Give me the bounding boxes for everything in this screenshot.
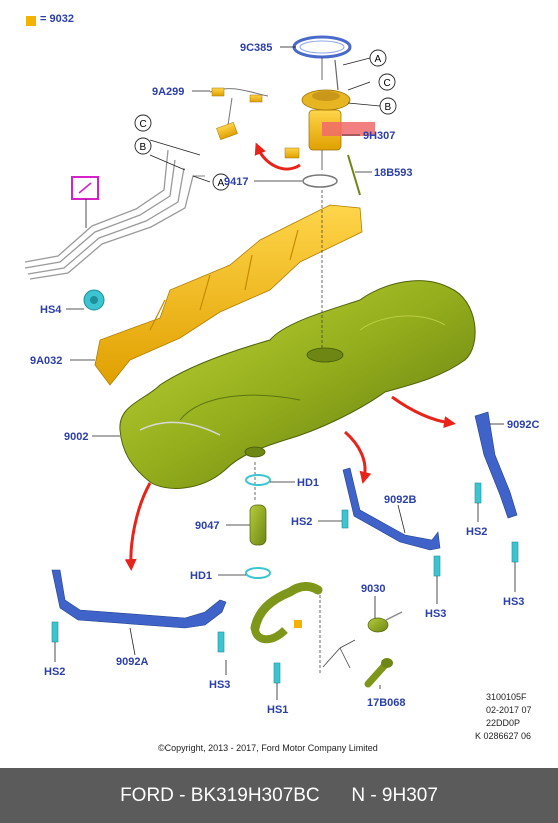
lock-ring	[292, 35, 352, 59]
callout-C1: C	[384, 78, 391, 89]
highlight-9H307	[322, 122, 375, 136]
strap-9092C	[474, 411, 518, 519]
filler-hose	[245, 474, 271, 579]
callout-C2: C	[140, 119, 147, 130]
strap-9092B	[342, 467, 441, 551]
fuel-pump-module	[301, 59, 351, 151]
footer-part-number: FORD - BK319H307BC N - 9H307	[120, 785, 438, 806]
bracket-lines	[322, 639, 356, 669]
legend-text: = 9032	[40, 13, 74, 25]
label-HS1: HS1	[267, 704, 288, 716]
footer-bar: FORD - BK319H307BC N - 9H307	[0, 768, 558, 823]
heat-shield	[94, 204, 363, 386]
parts-diagram: A C B C B A 9C385 9A299 9H307 9417 18B59…	[24, 35, 539, 753]
bolt-hs2-right	[474, 482, 482, 504]
bolt-hs3-left	[217, 631, 225, 653]
label-HS3-mid: HS3	[425, 608, 446, 620]
label-HD1-lower: HD1	[190, 570, 212, 582]
label-9C385: 9C385	[240, 42, 272, 54]
bolt-hs3-right	[511, 541, 519, 563]
callout-circles	[134, 49, 397, 191]
label-18B593: 18B593	[374, 167, 413, 179]
leader-lines	[54, 46, 516, 700]
hs4-grommet	[83, 289, 105, 311]
fuel-lines	[24, 149, 205, 280]
callout-A2: A	[218, 178, 225, 189]
bolt-hs2-mid	[341, 509, 349, 529]
bolts	[51, 482, 519, 684]
bracket-18B593	[347, 154, 361, 196]
label-9002: 9002	[64, 431, 88, 443]
label-HS4: HS4	[40, 304, 62, 316]
marker-arrow	[78, 182, 92, 194]
callout-B1: B	[385, 102, 392, 113]
doc-info-line4: K 0286627 06	[475, 731, 531, 741]
sender-unit	[209, 87, 300, 159]
label-HS2-left: HS2	[44, 666, 65, 678]
doc-info-line3: 22DD0P	[486, 718, 520, 728]
assembly-guide-lines	[254, 57, 323, 675]
marker-square	[71, 176, 99, 200]
callout-B2: B	[140, 142, 147, 153]
label-HS2-right: HS2	[466, 526, 487, 538]
bolt-hs2-left	[51, 621, 59, 643]
copyright: ©Copyright, 2013 - 2017, Ford Motor Comp…	[158, 743, 378, 753]
label-9092C: 9092C	[507, 419, 539, 431]
label-9A032: 9A032	[30, 355, 62, 367]
label-9092A: 9092A	[116, 656, 148, 668]
filler-insert	[364, 658, 393, 688]
doc-info-line2: 02-2017 07	[486, 705, 532, 715]
label-HS3-right: HS3	[503, 596, 524, 608]
filler-cap	[367, 611, 403, 633]
bolt-hs3-mid	[433, 555, 441, 577]
doc-info-line1: 3100105F	[486, 692, 527, 702]
label-17B068: 17B068	[367, 697, 406, 709]
o-ring	[302, 174, 338, 188]
pipe-legend-swatch	[294, 620, 302, 628]
label-9092B: 9092B	[384, 494, 416, 506]
bolt-hs1	[273, 662, 281, 684]
label-HS3-left: HS3	[209, 679, 230, 691]
label-9417: 9417	[224, 176, 248, 188]
label-HS2-mid: HS2	[291, 516, 312, 528]
label-HD1-upper: HD1	[297, 477, 319, 489]
red-arrows	[124, 142, 456, 571]
label-9030: 9030	[361, 583, 385, 595]
label-9047: 9047	[195, 520, 219, 532]
label-9A299: 9A299	[152, 86, 184, 98]
label-9H307: 9H307	[363, 130, 395, 142]
strap-9092A	[51, 569, 227, 629]
filler-pipe	[250, 582, 323, 644]
callout-A1: A	[375, 54, 382, 65]
legend-swatch	[26, 16, 36, 26]
fuel-tank	[119, 280, 476, 489]
